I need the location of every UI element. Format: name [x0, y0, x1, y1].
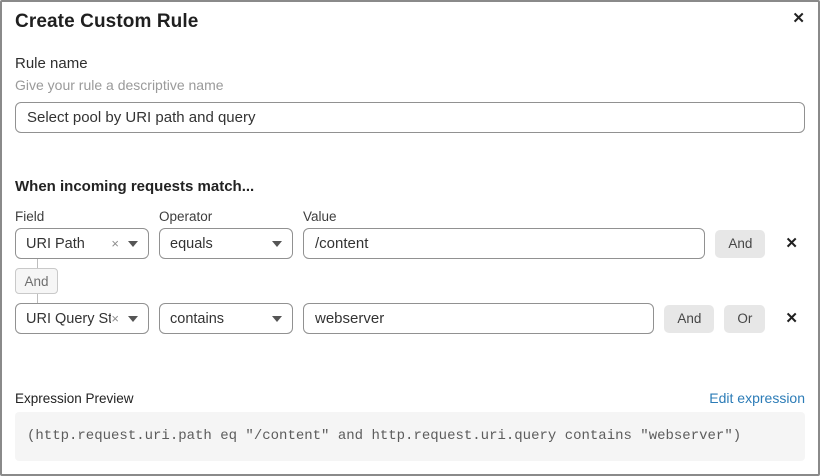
condition-row: URI Path × equals And ✕: [15, 228, 805, 259]
operator-select[interactable]: contains: [159, 303, 293, 334]
expression-preview-header: Expression Preview Edit expression: [15, 390, 805, 406]
and-button[interactable]: And: [715, 229, 766, 258]
match-section-heading: When incoming requests match...: [15, 178, 255, 195]
field-select[interactable]: URI Query St... ×: [15, 303, 149, 334]
operator-column-label: Operator: [159, 209, 213, 224]
operator-select[interactable]: equals: [159, 228, 293, 259]
clear-icon[interactable]: ×: [111, 311, 119, 326]
delete-row-icon[interactable]: ✕: [785, 310, 798, 327]
expression-code: (http.request.uri.path eq "/content" and…: [15, 412, 805, 461]
close-icon[interactable]: ✕: [792, 10, 805, 27]
field-column-label: Field: [15, 209, 45, 224]
expression-preview-label: Expression Preview: [15, 391, 134, 406]
field-select-value: URI Path: [26, 235, 85, 252]
rule-name-label: Rule name: [15, 55, 88, 72]
connector-line: [37, 259, 38, 268]
and-button[interactable]: And: [664, 304, 715, 333]
clear-icon[interactable]: ×: [111, 236, 119, 251]
connector-line: [37, 294, 38, 303]
and-connector-chip: And: [15, 268, 58, 294]
condition-row: URI Query St... × contains And Or ✕: [15, 303, 805, 334]
chevron-down-icon: [272, 240, 282, 247]
operator-select-value: equals: [170, 235, 213, 252]
value-column-label: Value: [303, 209, 337, 224]
chevron-down-icon: [128, 240, 138, 247]
chevron-down-icon: [128, 315, 138, 322]
page-title: Create Custom Rule: [15, 11, 199, 32]
rule-name-input[interactable]: [15, 102, 805, 133]
chevron-down-icon: [272, 315, 282, 322]
logic-connector: And: [15, 259, 805, 303]
edit-expression-link[interactable]: Edit expression: [709, 390, 805, 406]
operator-select-value: contains: [170, 310, 225, 327]
field-select-value: URI Query St...: [26, 310, 112, 327]
rule-name-description: Give your rule a descriptive name: [15, 77, 224, 93]
field-select[interactable]: URI Path ×: [15, 228, 149, 259]
or-button[interactable]: Or: [724, 304, 766, 333]
value-input[interactable]: [303, 228, 706, 259]
delete-row-icon[interactable]: ✕: [785, 235, 798, 252]
condition-column-labels: Field Operator Value: [15, 209, 805, 224]
value-input[interactable]: [303, 303, 655, 334]
